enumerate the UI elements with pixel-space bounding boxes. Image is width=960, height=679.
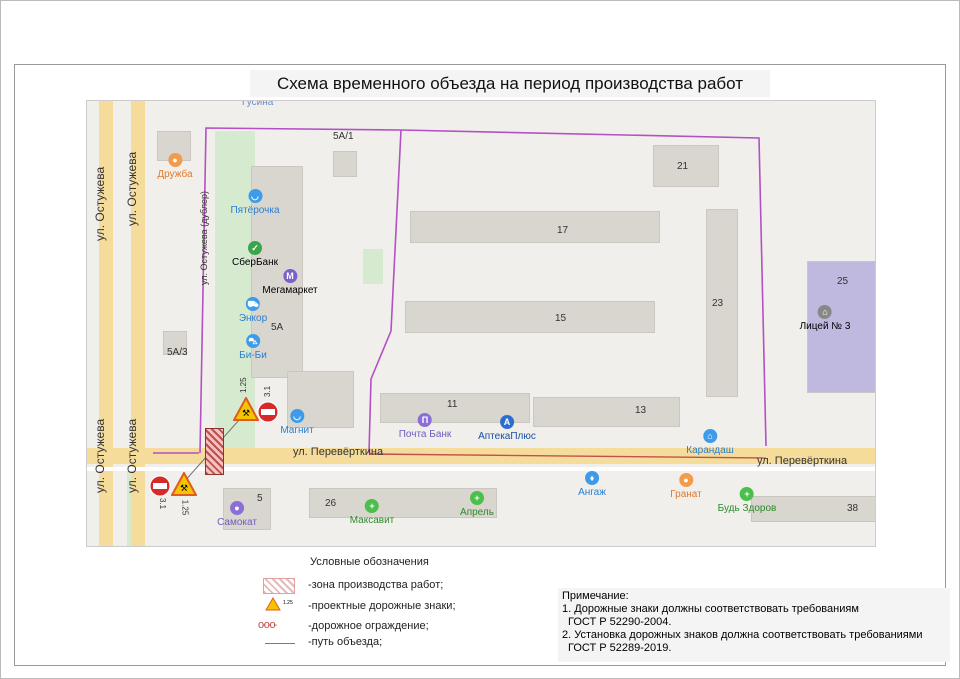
sign-code: 3.1 — [158, 497, 168, 510]
road-service — [87, 467, 875, 471]
pharmacy-icon: + — [365, 499, 379, 513]
bank-icon: Π — [417, 413, 432, 427]
building-label: 17 — [557, 225, 569, 236]
car-icon: ⛍ — [245, 334, 260, 348]
pharmacy-icon: + — [740, 487, 754, 501]
building-label: 5А/1 — [333, 131, 354, 142]
legend-item: -путь объезда; — [308, 636, 383, 648]
building-label: 5 — [257, 493, 263, 504]
road-work-sign-icon — [265, 597, 281, 611]
building-label: 23 — [712, 298, 724, 309]
legend-sign-code: 1.25 — [283, 600, 293, 606]
page-title: Схема временного объезда на период произ… — [250, 70, 770, 97]
building-label: 38 — [847, 503, 859, 514]
cafe-icon: ● — [167, 153, 182, 167]
basket-icon: ◡ — [247, 189, 262, 203]
legend-item: -зона производства работ; — [308, 579, 444, 591]
detour-line-swatch — [265, 643, 295, 644]
shop-icon: ♦ — [585, 471, 599, 485]
poi-angazh[interactable]: ♦Ангаж — [578, 471, 606, 498]
road-ostuzheva-1 — [99, 101, 113, 546]
legend-item: -проектные дорожные знаки; — [308, 600, 456, 612]
poi-magnit[interactable]: ◡Магнит — [280, 409, 314, 436]
sign-code: 1.25 — [239, 377, 248, 393]
work-zone-swatch — [263, 578, 295, 594]
detour-route — [153, 127, 767, 484]
sign-code: 3.1 — [263, 385, 272, 397]
notes: Примечание: 1. Дорожные знаки должны соо… — [558, 588, 950, 662]
street-label: ул. Остужева (дублер) — [199, 191, 209, 285]
building-label: 13 — [635, 405, 647, 416]
bank-icon: ✓ — [247, 241, 262, 255]
svg-text:⚒: ⚒ — [180, 483, 188, 493]
poi-druzhba[interactable]: ●Дружба — [157, 153, 193, 180]
svg-text:⚒: ⚒ — [242, 408, 250, 418]
street-label: ул. Остужева — [93, 418, 107, 493]
road-ostuzheva-2 — [131, 101, 145, 546]
street-label: ул. Остужева — [125, 151, 139, 226]
school-icon: ⌂ — [817, 305, 832, 319]
poi-maksavit[interactable]: +Максавит — [349, 499, 395, 526]
cart-icon: ⛟ — [245, 297, 260, 311]
building-label: 5А — [271, 322, 284, 333]
building-label: 15 — [555, 313, 567, 324]
fence-icon: o-o-o- — [258, 619, 277, 631]
building-label: 11 — [447, 399, 458, 410]
note-line: ГОСТ Р 52290-2004. — [568, 616, 672, 628]
green-area — [363, 249, 383, 284]
note-line: 2. Установка дорожных знаков должна соот… — [562, 629, 923, 641]
note-line: ГОСТ Р 52289-2019. — [568, 642, 672, 654]
no-entry-sign-icon — [257, 401, 279, 423]
basket-icon: ◡ — [290, 409, 304, 423]
poi-sberbank[interactable]: ✓СберБанк — [232, 241, 278, 268]
poi-samokat[interactable]: ●Самокат — [217, 501, 257, 528]
poi-bibi[interactable]: ⛍Би-Би — [239, 334, 267, 361]
street-label: ул. Перевёрткина — [757, 455, 848, 467]
building-label: 5А/3 — [167, 347, 188, 358]
poi-karandash[interactable]: ⌂Карандаш — [686, 429, 734, 456]
work-zone — [205, 428, 224, 475]
map: 5А/1 5А/3 5А 17 15 21 23 25 11 13 5 26 3… — [86, 100, 876, 547]
building-label: 25 — [837, 276, 849, 287]
street-label: ул. Перевёрткина — [293, 446, 384, 458]
legend-item: -дорожное ограждение; — [308, 620, 429, 632]
green-area — [215, 131, 255, 451]
poi-enkor[interactable]: ⛟Энкор — [238, 297, 268, 324]
poi-aprel[interactable]: +Апрель — [460, 491, 494, 518]
road-work-sign-icon: ⚒ — [233, 397, 259, 421]
street-label: ул. Остужева — [93, 166, 107, 241]
note-line: 1. Дорожные знаки должны соответствовать… — [562, 603, 859, 615]
building-label: 21 — [677, 161, 689, 172]
drawing-frame — [14, 64, 946, 666]
store-icon: M — [282, 269, 297, 283]
store-icon: ● — [229, 501, 244, 515]
poi-bud-zdorov[interactable]: +Будь Здоров — [717, 487, 777, 514]
poi-granat[interactable]: ●Гранат — [670, 473, 702, 500]
street-label: Гусина — [242, 100, 274, 108]
legend-title: Условные обозначения — [310, 556, 429, 568]
pharmacy-icon: + — [469, 491, 484, 505]
sign-code: 1.25 — [180, 499, 190, 516]
poi-licey[interactable]: ⌂Лицей № 3 — [799, 305, 851, 332]
poi-pyaterochka[interactable]: ◡Пятёрочка — [230, 189, 280, 216]
road-perevertkina — [87, 448, 875, 464]
shop-icon: ⌂ — [702, 429, 717, 443]
road-work-sign-icon: ⚒ — [171, 472, 197, 496]
no-entry-sign-icon — [149, 475, 171, 497]
cafe-icon: ● — [678, 473, 693, 487]
street-label: ул. Остужева — [125, 418, 139, 493]
pharmacy-icon: A — [499, 415, 514, 429]
building-label: 26 — [325, 498, 337, 509]
notes-title: Примечание: — [562, 590, 629, 602]
